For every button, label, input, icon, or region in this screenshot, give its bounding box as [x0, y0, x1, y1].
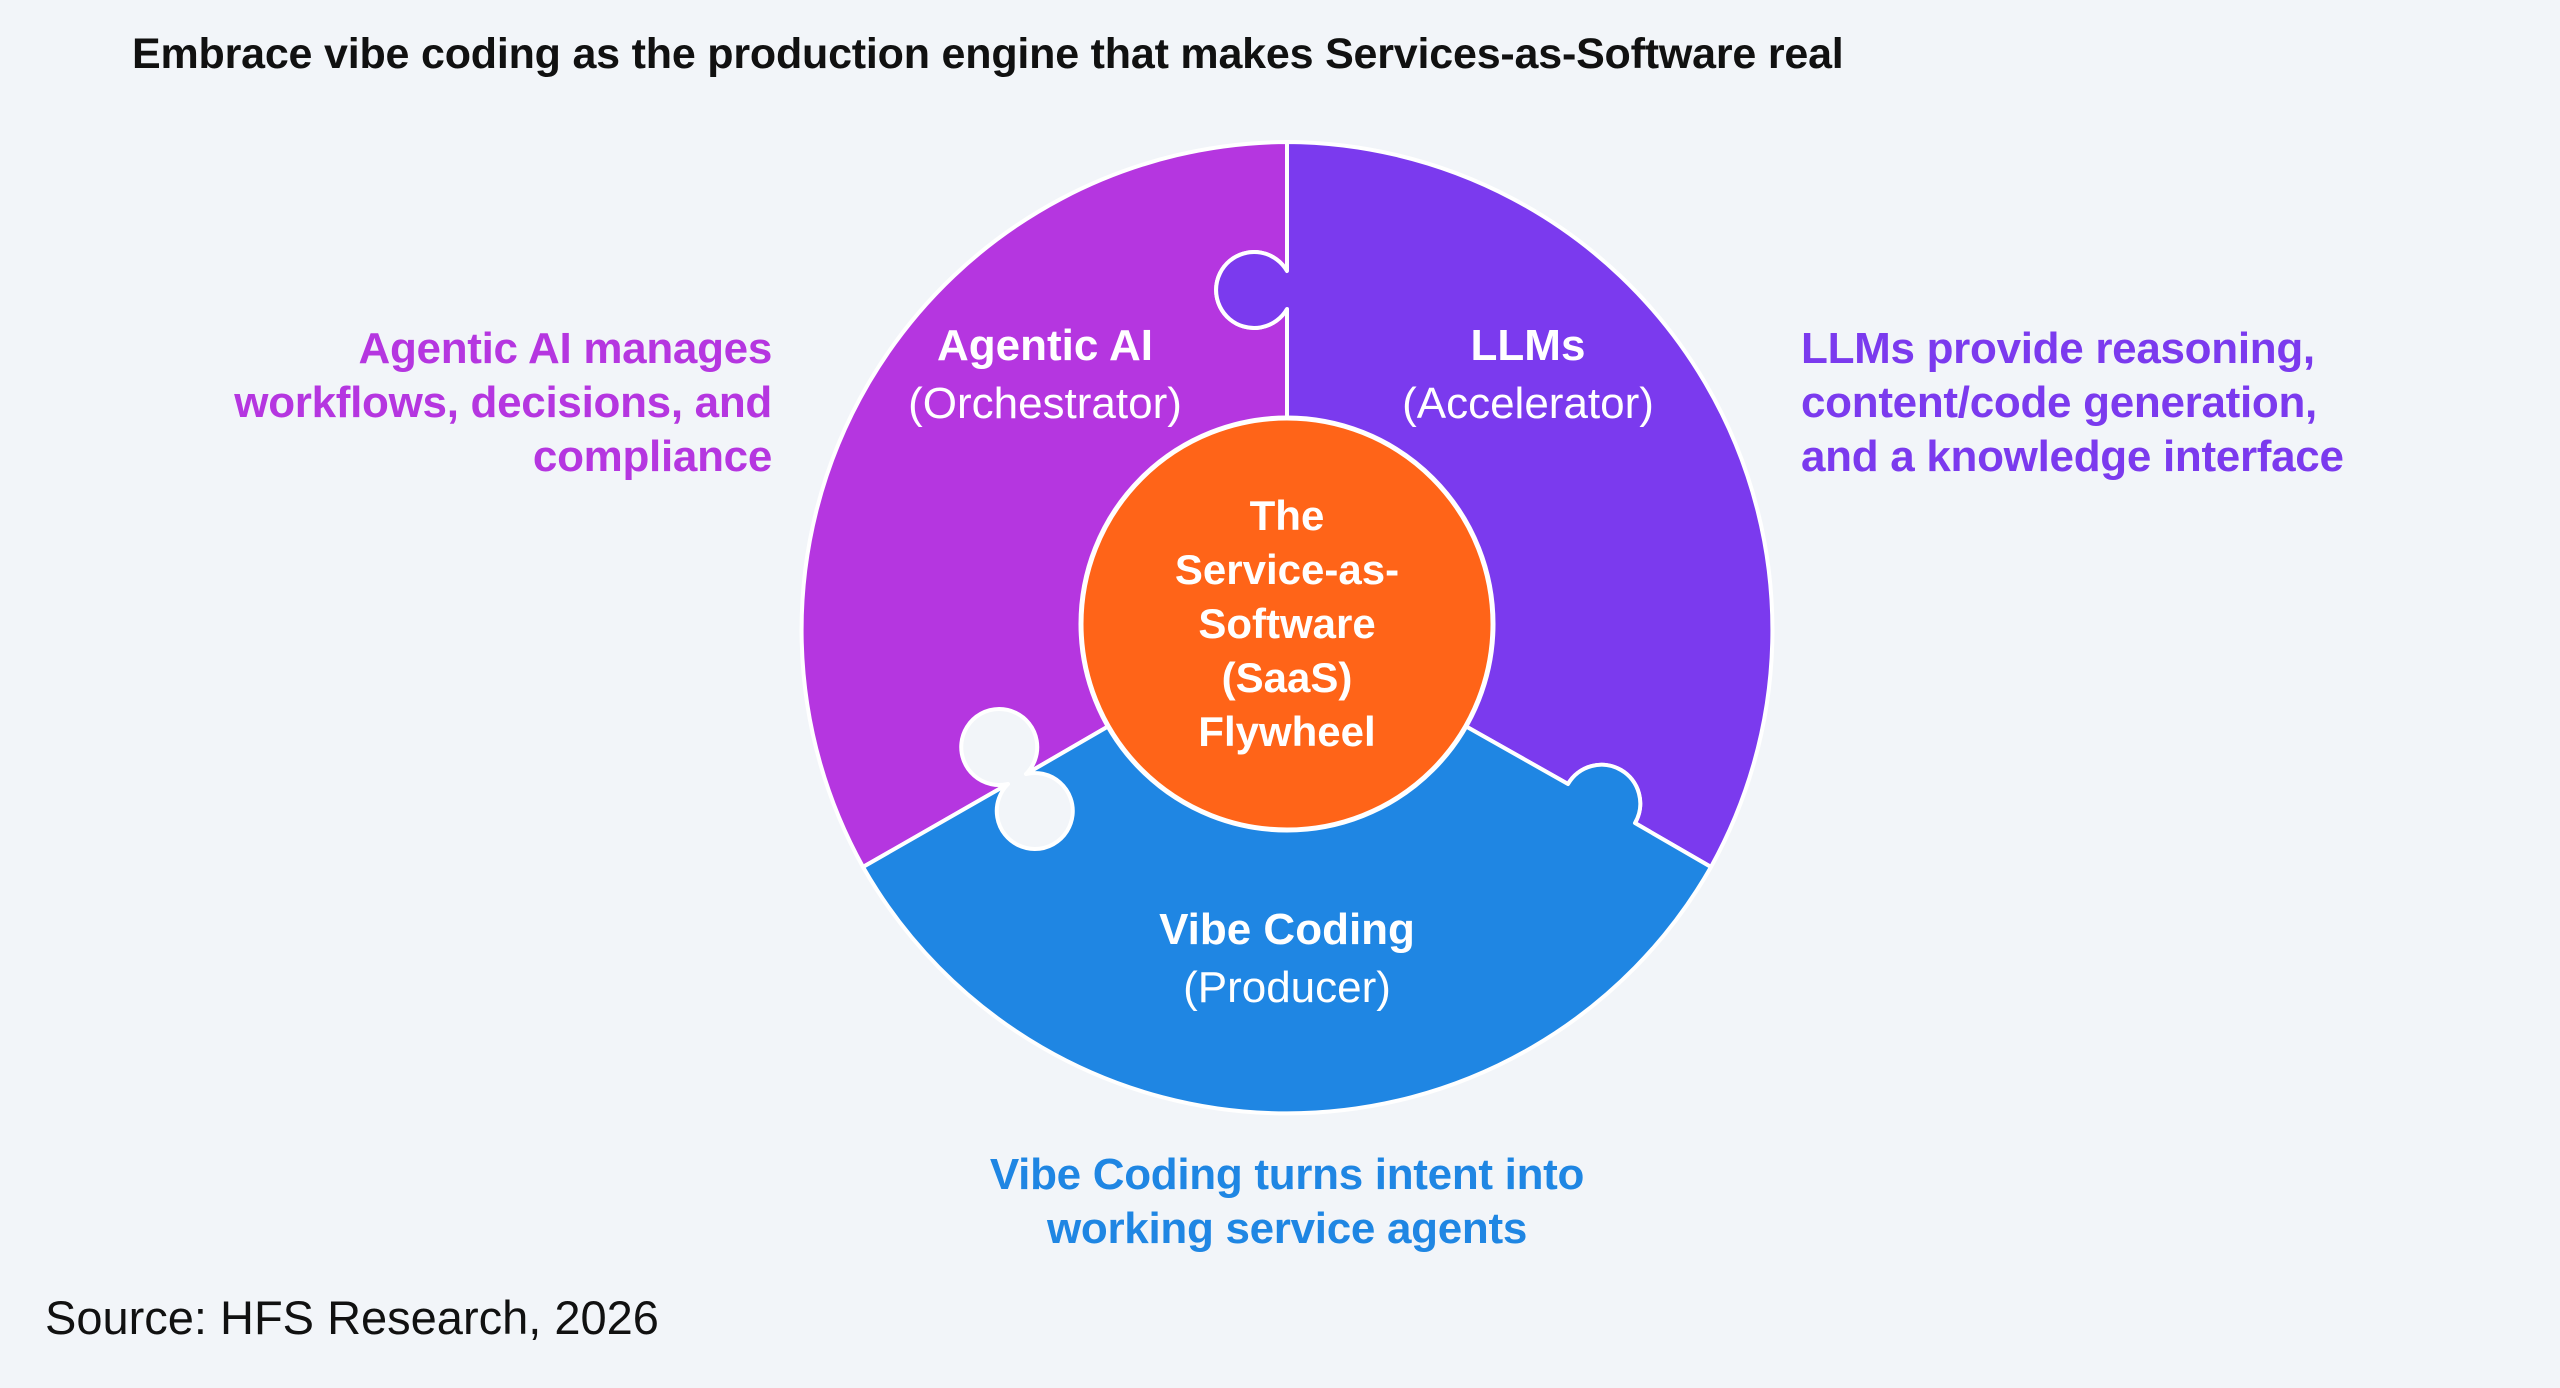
callout-left-line: compliance — [532, 432, 772, 481]
callout-left-line: Agentic AI manages — [358, 324, 772, 373]
callout-bottom-line: Vibe Coding turns intent into — [989, 1150, 1585, 1199]
callout-right-line: content/code generation, — [1801, 378, 2317, 427]
source-note: Source: HFS Research, 2026 — [45, 1291, 659, 1344]
center-line-3: Software — [1198, 600, 1375, 647]
segment-vibe-title: Vibe Coding — [1159, 905, 1415, 954]
center-line-4: (SaaS) — [1222, 654, 1353, 701]
center-line-2: Service-as- — [1175, 546, 1399, 593]
center-line-1: The — [1250, 492, 1325, 539]
flywheel-center[interactable] — [1078, 415, 1496, 833]
segment-llms-title: LLMs — [1471, 321, 1586, 370]
callout-vibe-coding: Vibe Coding turns intent into working se… — [989, 1148, 1585, 1256]
callout-right-line: and a knowledge interface — [1801, 432, 2344, 481]
segment-agentic-subtitle: (Orchestrator) — [908, 379, 1182, 428]
segment-vibe-coding[interactable] — [861, 721, 1713, 1116]
callout-agentic-ai: Agentic AI manages workflows, decisions,… — [234, 322, 772, 484]
callout-llms: LLMs provide reasoning, content/code gen… — [1801, 322, 2344, 484]
callout-bottom-line: working service agents — [1046, 1204, 1528, 1253]
callout-left-line: workflows, decisions, and — [234, 378, 772, 427]
center-line-5: Flywheel — [1198, 708, 1375, 755]
segment-vibe-subtitle: (Producer) — [1183, 963, 1391, 1012]
segment-agentic-title: Agentic AI — [937, 321, 1153, 370]
page-title: Embrace vibe coding as the production en… — [132, 30, 1844, 78]
segment-llms-subtitle: (Accelerator) — [1402, 379, 1654, 428]
callout-right-line: LLMs provide reasoning, — [1801, 324, 2315, 373]
